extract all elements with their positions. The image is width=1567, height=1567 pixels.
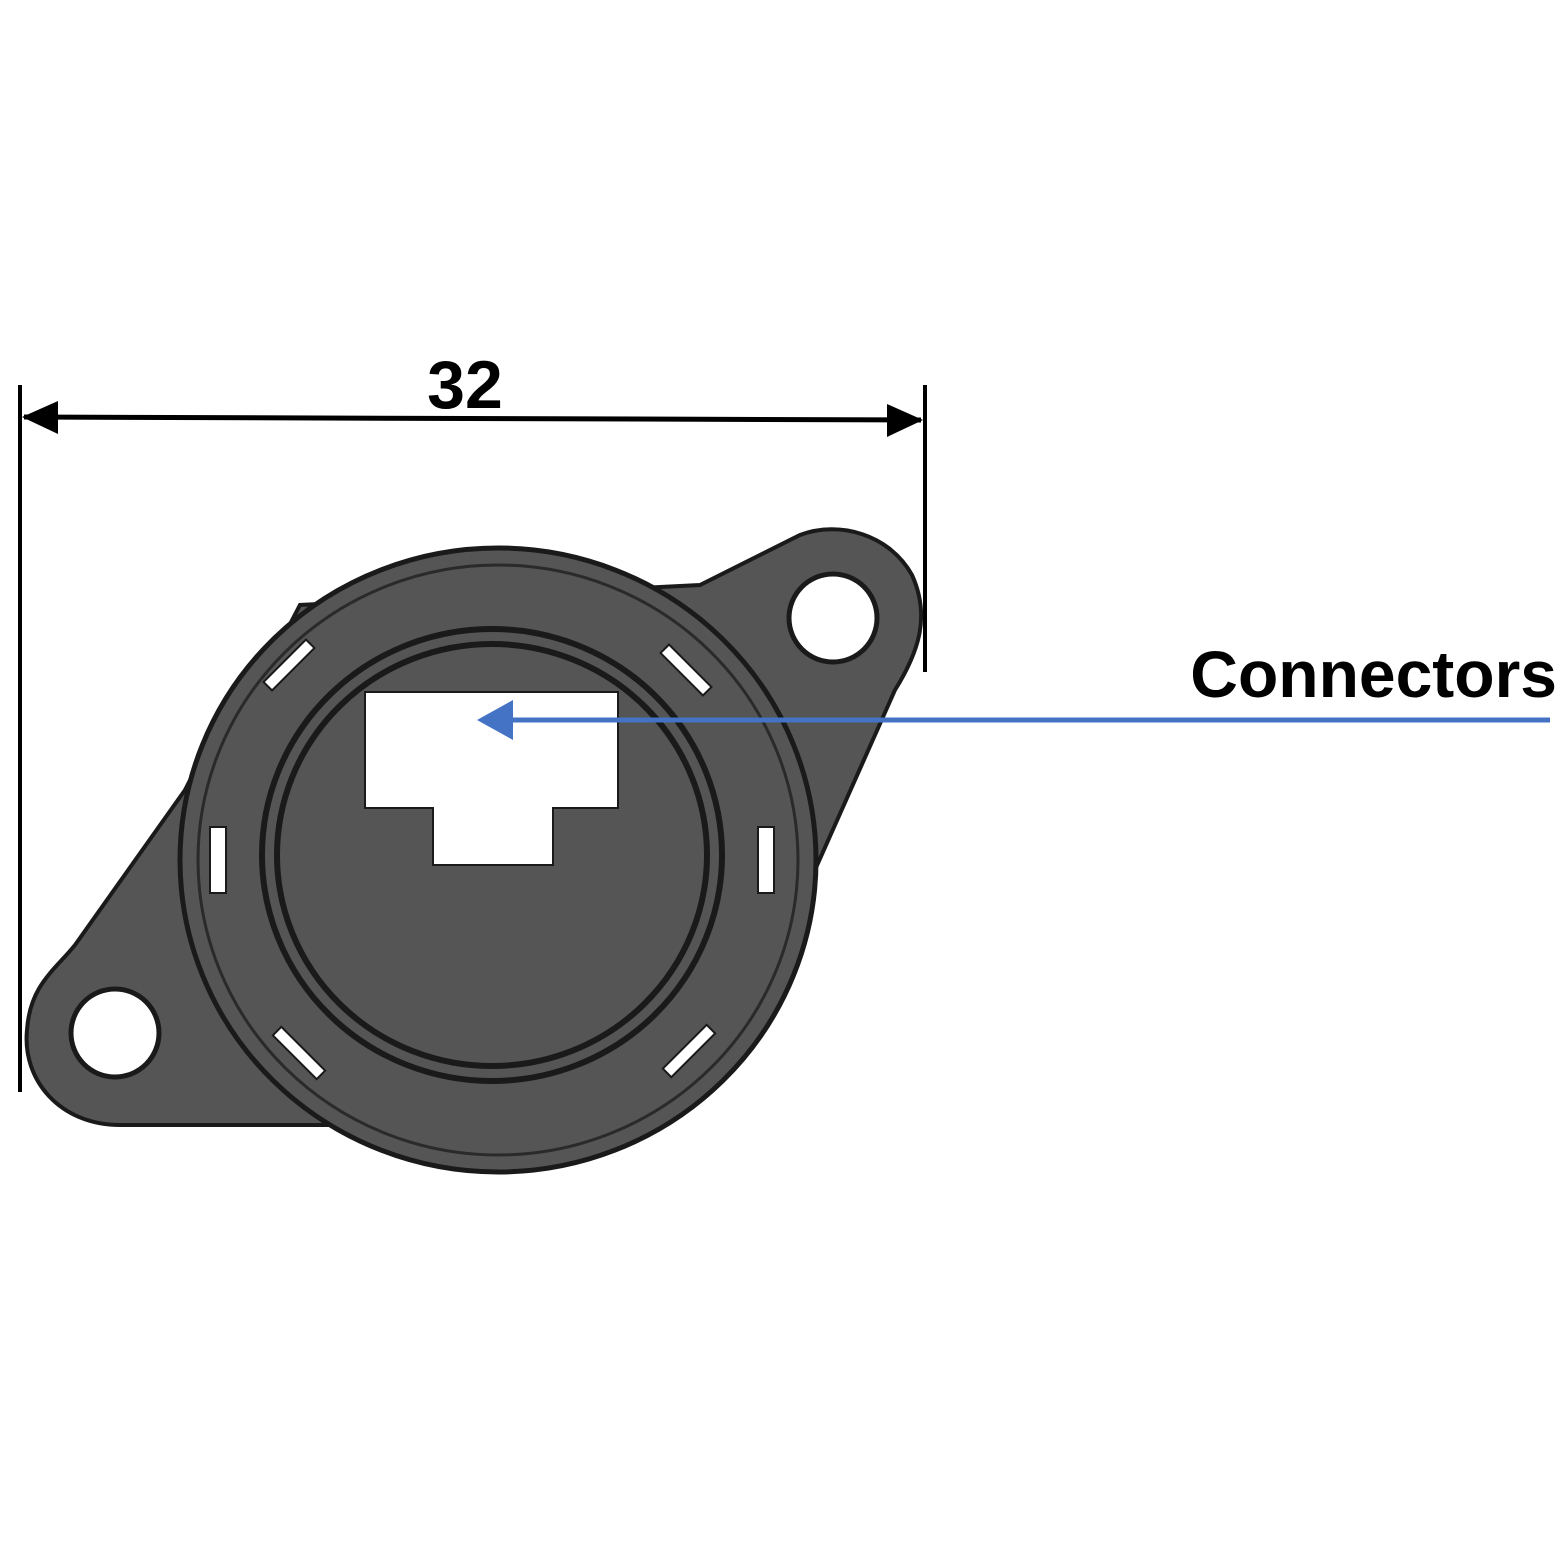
connector-housing [24,527,924,1175]
dimension-value: 32 [427,347,503,423]
clip-slot-bottom-right [661,1023,717,1079]
mounting-hole-bottom-left [68,986,162,1080]
dimension-arrowhead-right [887,404,923,437]
clip-slot-right [757,826,775,894]
connector-opening [364,691,619,866]
dimension-arrowhead-left [22,401,58,434]
clip-slot-top-left [262,638,316,692]
callout-arrowhead [477,700,513,740]
dimension-arrow-line [23,414,922,423]
clip-slot-left [209,826,227,894]
mounting-hole-top-right [786,571,880,665]
callout-label: Connectors [1190,637,1557,711]
outer-ring-inner-edge [196,563,800,1157]
clip-slot-bottom-left [271,1025,327,1081]
clip-slot-top-right [659,643,713,697]
